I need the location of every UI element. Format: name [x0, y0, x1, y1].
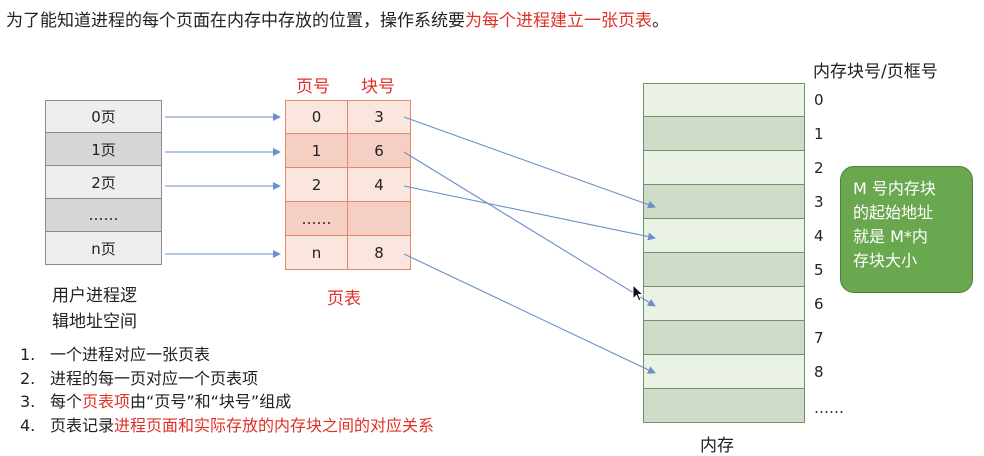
memory-block — [643, 389, 805, 423]
process-page-n: n页 — [45, 232, 162, 265]
note-number: 4. — [20, 415, 36, 435]
memory-block — [643, 117, 805, 151]
page-cell: 1 — [285, 134, 348, 168]
callout-line: 的起始地址 — [853, 203, 934, 222]
mouse-cursor-icon — [632, 284, 645, 302]
block-cell: 8 — [348, 236, 411, 270]
process-pages: 0页 1页 2页 …… n页 — [45, 100, 162, 265]
memory-block-number: 6 — [814, 295, 824, 313]
note-text: 每个 — [50, 392, 83, 411]
note-item: 1. 一个进程对应一张页表 — [20, 343, 434, 367]
process-label-line1: 用户进程逻 — [52, 286, 137, 306]
block-cell: 6 — [348, 134, 411, 168]
block-cell: 3 — [348, 100, 411, 134]
memory-label: 内存 — [700, 436, 734, 456]
memory-block — [643, 321, 805, 355]
page-table-row: 1 6 — [285, 134, 411, 168]
intro-main: 为了能知道进程的每个页面在内存中存放的位置，操作系统要 — [6, 11, 465, 31]
memory-block — [643, 185, 805, 219]
block-cell — [348, 202, 411, 236]
note-item: 3. 每个页表项由“页号”和“块号”组成 — [20, 390, 434, 414]
memory-block-number: 0 — [814, 91, 824, 109]
page-table-row: n 8 — [285, 236, 411, 270]
table-to-memory-arrow — [403, 253, 656, 374]
memory-block — [643, 287, 805, 321]
page-table-label: 页表 — [327, 289, 361, 309]
note-highlight: 进程页面和实际存放的内存块之间的对应关系 — [114, 415, 435, 435]
block-cell: 4 — [348, 168, 411, 202]
process-page-1: 1页 — [45, 133, 162, 166]
note-text: 一个进程对应一张页表 — [50, 345, 211, 364]
intro-highlight: 为每个进程建立一张页表 — [465, 11, 652, 31]
memory-block — [643, 219, 805, 253]
memory-block — [643, 355, 805, 389]
memory-block-number: …… — [814, 399, 844, 417]
process-label: 用户进程逻 辑地址空间 — [52, 283, 172, 335]
table-to-memory-arrow — [403, 116, 656, 209]
note-highlight: 页表项 — [82, 392, 131, 411]
note-number: 3. — [20, 392, 36, 411]
process-page-2: 2页 — [45, 166, 162, 199]
callout-note: M 号内存块 的起始地址 就是 M*内 存块大小 — [840, 166, 973, 293]
note-text: 由“页号”和“块号”组成 — [130, 392, 292, 411]
memory-header: 内存块号/页框号 — [813, 62, 938, 82]
memory-block — [643, 83, 805, 117]
page-table: 0 3 1 6 2 4 …… n 8 — [285, 100, 411, 270]
callout-line: M 号内存块 — [853, 179, 936, 198]
page-table-row: 0 3 — [285, 100, 411, 134]
memory-block-number: 1 — [814, 125, 824, 143]
memory-block — [643, 151, 805, 185]
page-cell: n — [285, 236, 348, 270]
memory-blocks — [643, 83, 805, 423]
note-number: 2. — [20, 368, 36, 388]
process-page-ellipsis: …… — [45, 199, 162, 232]
intro-text: 为了能知道进程的每个页面在内存中存放的位置，操作系统要为每个进程建立一张页表。 — [6, 6, 669, 31]
memory-block-number: 8 — [814, 363, 824, 381]
memory-block-number: 3 — [814, 193, 824, 211]
page-cell: 2 — [285, 168, 348, 202]
memory-block-number: 4 — [814, 227, 824, 245]
callout-line: 存块大小 — [853, 251, 918, 270]
page-cell: 0 — [285, 100, 348, 134]
page-table-row: 2 4 — [285, 168, 411, 202]
page-table-row: …… — [285, 202, 411, 236]
notes-list: 1. 一个进程对应一张页表 2. 进程的每一页对应一个页表项 3. 每个页表项由“页号… — [20, 343, 434, 437]
note-number: 1. — [20, 345, 36, 364]
process-label-line2: 辑地址空间 — [52, 312, 137, 332]
callout-line: 就是 M*内 — [853, 227, 928, 246]
process-page-0: 0页 — [45, 100, 162, 133]
memory-block-number: 7 — [814, 329, 824, 347]
memory-block-number: 2 — [814, 159, 824, 177]
intro-end: 。 — [652, 11, 669, 31]
note-text: 页表记录 — [50, 415, 115, 435]
memory-block — [643, 253, 805, 287]
table-to-memory-arrow — [403, 151, 656, 307]
block-number-header: 块号 — [361, 77, 395, 97]
note-item: 4. 页表记录进程页面和实际存放的内存块之间的对应关系 — [20, 414, 434, 438]
note-text: 进程的每一页对应一个页表项 — [50, 368, 259, 388]
note-item: 2. 进程的每一页对应一个页表项 — [20, 367, 434, 391]
table-to-memory-arrow — [403, 185, 656, 241]
page-number-header: 页号 — [296, 77, 330, 97]
memory-block-number: 5 — [814, 261, 824, 279]
page-cell: …… — [285, 202, 348, 236]
